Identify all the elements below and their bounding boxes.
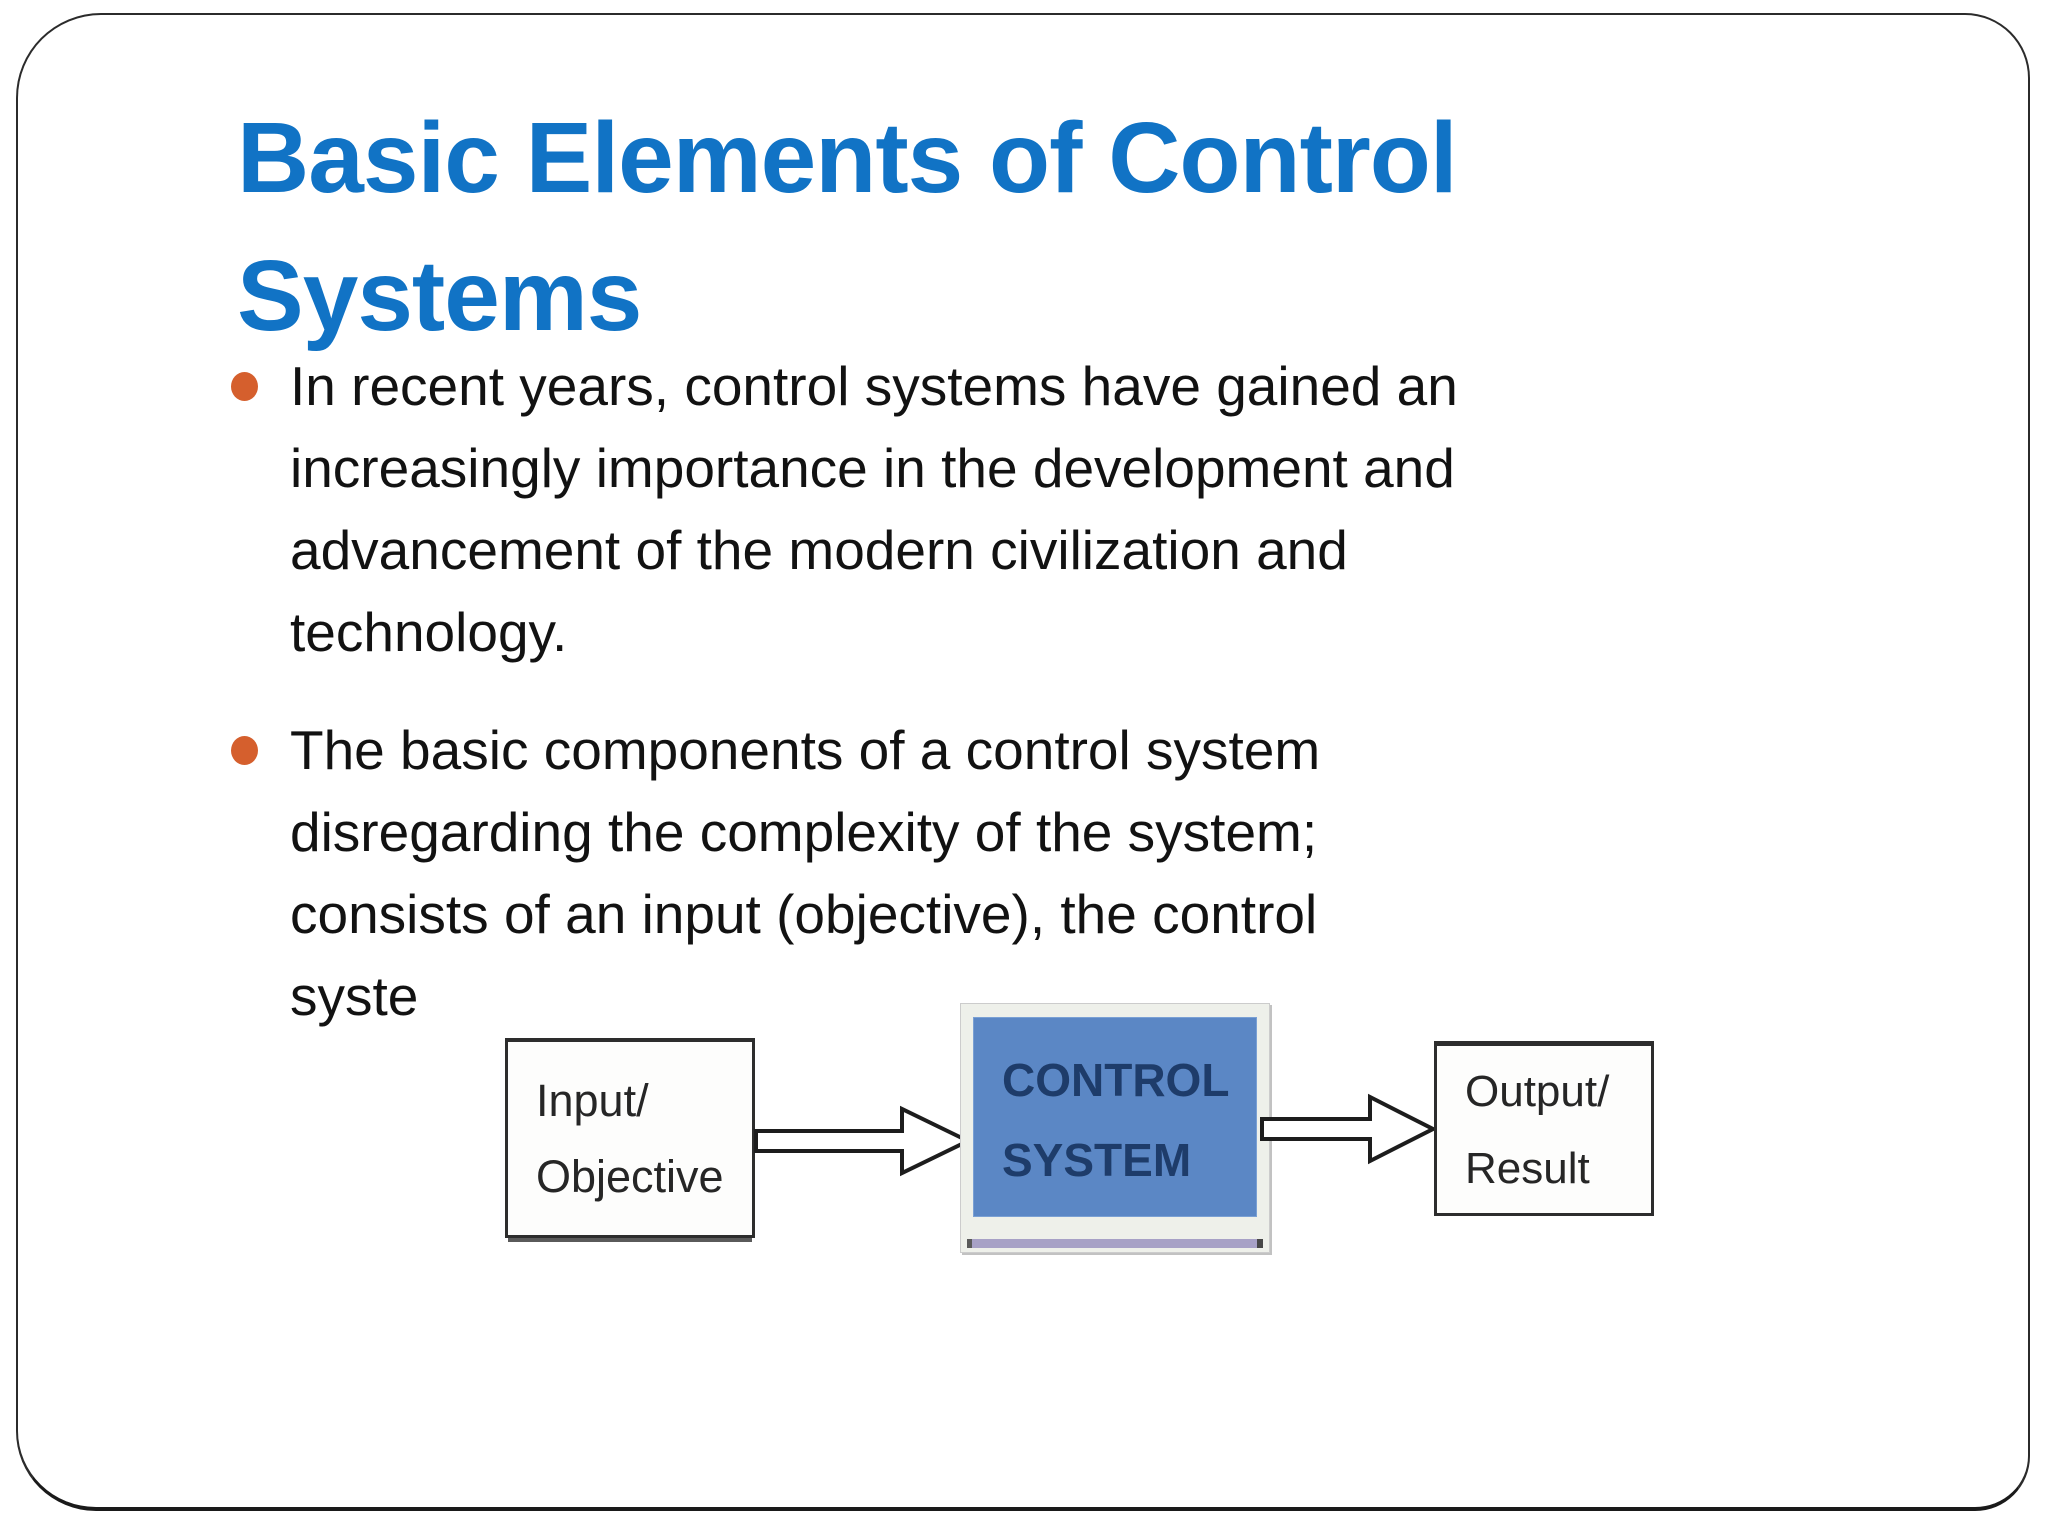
bullet-text-line: syste [290,965,419,1027]
input-objective-box: Input/ Objective [505,1038,755,1238]
bullet-text-line: In recent years, control systems have ga… [290,355,1458,417]
bullet-dot-icon [231,372,258,401]
scrollbar-strip [967,1239,1263,1248]
input-box-label: Input/ [536,1074,649,1126]
control-system-diagram: Input/ Objective CONTROL SYSTEM Output/ … [450,998,1700,1303]
bullet-text-line: technology. [290,601,568,663]
input-box-label: Objective [536,1150,724,1202]
control-system-box-fill: CONTROL SYSTEM [973,1017,1257,1217]
control-box-label: CONTROL [1002,1054,1230,1106]
right-arrow-icon [754,1105,972,1177]
control-box-label: SYSTEM [1002,1134,1192,1186]
bullet-text-line: advancement of the modern civilization a… [290,519,1348,581]
bullet-list: In recent years, control systems have ga… [225,345,1625,1037]
bullet-text-line: disregarding the complexity of the syste… [290,801,1318,863]
bullet-text-line: The basic components of a control system [290,719,1321,781]
right-arrow-icon [1260,1093,1437,1165]
bullet-text-line: increasingly importance in the developme… [290,437,1455,499]
bullet-item-1: In recent years, control systems have ga… [225,345,1625,673]
bullet-text-line: consists of an input (objective), the co… [290,883,1318,945]
control-system-box: CONTROL SYSTEM [960,1003,1270,1253]
output-box-label: Result [1465,1143,1590,1193]
output-result-box: Output/ Result [1434,1041,1654,1216]
bullet-dot-icon [231,736,258,765]
slide-title: Basic Elements of Control Systems [237,102,1458,352]
output-box-label: Output/ [1465,1066,1610,1116]
bullet-item-2: The basic components of a control system… [225,709,1625,1037]
